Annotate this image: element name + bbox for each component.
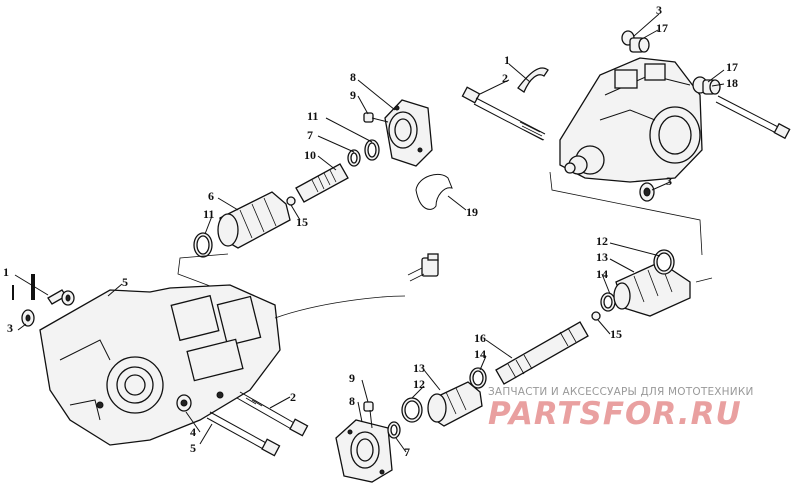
callout-17-right: 17 [726,60,738,74]
callout-6: 6 [208,189,214,203]
callout-8-lower: 8 [349,394,355,408]
boot-clamp-lower [401,397,423,423]
reference-line-left [177,253,229,287]
callout-1-left: 1 [3,265,9,279]
cv-boot-upper [217,191,291,249]
callout-12-right: 12 [596,234,608,248]
callout-19: 19 [466,205,478,219]
vent-hose [517,67,549,93]
connector [407,253,439,282]
rear-output-shaft [495,321,589,385]
ball-bearing-lower [591,311,601,321]
bushing-top [621,30,650,53]
flange-bolt-lower [363,401,374,429]
front-output-shaft [295,163,349,203]
ball-bearing-upper [286,196,296,206]
callout-7-lower: 7 [404,445,410,459]
vent-line [274,295,406,319]
callout-13-lower: 13 [413,361,425,375]
shaft-end-mark [695,277,713,283]
o-ring-upper [364,139,380,161]
mounting-bolt-long-upper [461,86,546,141]
callout-16: 16 [474,331,486,345]
callout-14-right: 14 [596,267,608,281]
reference-line-right [549,171,703,256]
mounting-bolt-right [715,95,791,140]
callout-3-top: 3 [656,3,662,17]
watermark-logo: PARTSFOR.RU [488,396,742,432]
clamp-ring-lower [469,367,487,389]
nut-left [21,309,35,327]
callout-14-lower: 14 [474,347,486,361]
cv-boot-lower [427,381,483,427]
leader-lines [14,13,725,453]
callout-15-top: 15 [296,215,308,229]
callout-3-left: 3 [7,321,13,335]
callout-5-lower: 5 [190,441,196,455]
flange-bolt-upper [363,112,389,123]
callout-11-left: 11 [203,207,214,221]
callout-17-top: 17 [656,21,668,35]
callout-2-top: 2 [502,71,508,85]
callout-5-top: 5 [122,275,128,289]
transmission-housing [39,284,281,446]
rear-differential-housing [559,57,703,183]
callout-13-right: 13 [596,250,608,264]
watermark: ЗАПЧАСТИ И АКСЕССУАРЫ ДЛЯ МОТОТЕХНИКИ PA… [488,386,788,432]
callout-1-top: 1 [504,53,510,67]
callout-18: 18 [726,76,738,90]
callout-15-right: 15 [610,327,622,341]
mounting-bolt-long-left [206,411,281,457]
callout-12-lower: 12 [413,377,425,391]
nut-bottom-right [639,182,655,202]
output-flange [384,99,433,167]
boot-clamp-right [653,249,675,275]
bushing-right [692,76,721,95]
output-flange-lower [335,419,393,483]
callout-11-top: 11 [307,109,318,123]
callout-2-lower: 2 [290,390,296,404]
callout-7-top: 7 [307,128,313,142]
clamp-ring-right [600,292,616,312]
snap-ring-upper [347,149,361,167]
spacer-left [61,290,75,306]
snap-ring-lower [387,421,401,439]
callout-9-lower: 9 [349,371,355,385]
wire-clip [415,174,453,210]
mounting-bolt-long-center [236,391,309,437]
bushing-bottom-left [176,394,192,412]
callout-8-top: 8 [350,70,356,84]
o-ring-left [193,232,213,258]
callout-4: 4 [190,425,196,439]
callout-3-right: 3 [666,174,672,188]
watermark-caption: ЗАПЧАСТИ И АКСЕССУАРЫ ДЛЯ МОТОТЕХНИКИ [488,386,754,398]
callout-10: 10 [304,148,316,162]
callout-9-top: 9 [350,88,356,102]
cv-boot-right [613,261,691,317]
